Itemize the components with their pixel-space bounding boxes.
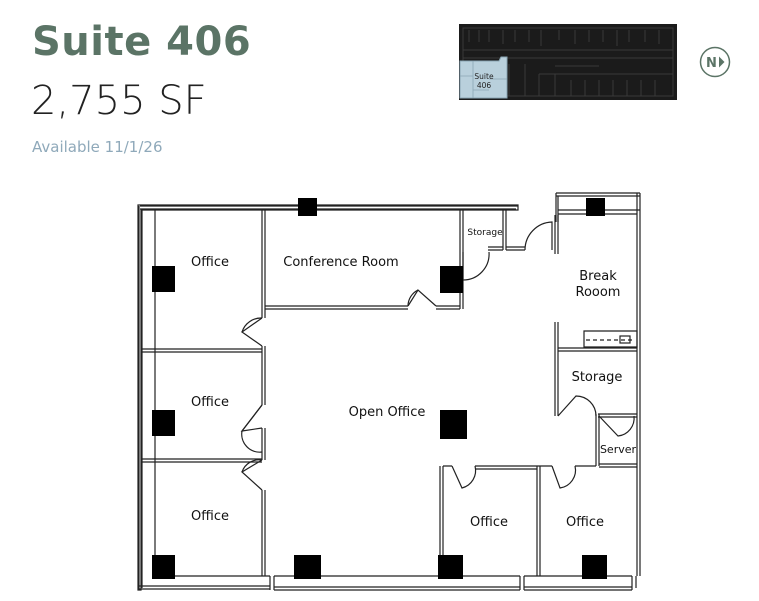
room-label-office: Office [566,515,604,530]
room-label-break-room-line2: Rooom [576,285,621,300]
room-label-server: Server [600,443,637,456]
keyplan-suite-label: Suite [474,72,494,81]
availability-date: Available 11/1/26 [32,138,163,156]
room-label-conference-room: Conference Room [283,255,398,270]
north-label: N [706,56,717,71]
room-label-office: Office [470,515,508,530]
keyplan-map: Suite 406 [459,24,677,100]
room-label-break-room-line1: Break [579,269,617,284]
doors [240,221,635,491]
walls [137,192,641,591]
keyplan-suite-highlight: Suite 406 [459,56,508,99]
room-label-storage: Storage [467,228,503,238]
keyplan-suite-number: 406 [477,81,492,90]
room-label-storage: Storage [572,370,623,385]
room-label-open-office: Open Office [349,405,426,420]
structural-columns [152,198,607,579]
north-arrow-icon: N [699,46,731,78]
room-label-office: Office [191,395,229,410]
square-footage: 2,755 SF [31,78,207,124]
room-label-office: Office [191,509,229,524]
suite-title: Suite 406 [32,19,252,65]
room-label-office: Office [191,255,229,270]
